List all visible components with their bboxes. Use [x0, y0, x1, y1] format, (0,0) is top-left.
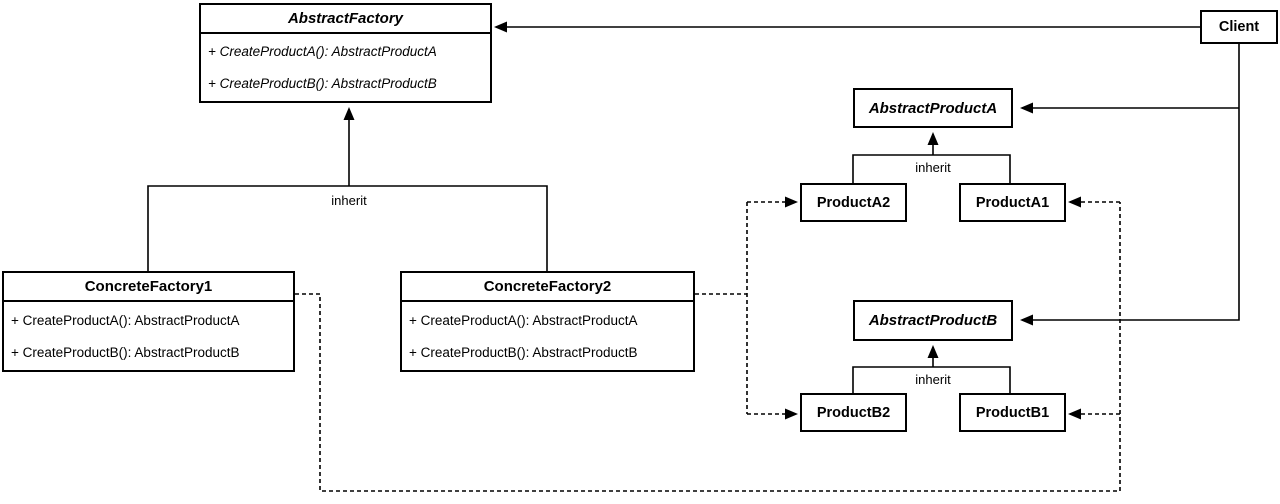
factories-inheritance-bracket	[147, 185, 548, 271]
product-b-inheritance-bracket	[852, 366, 1011, 393]
class-title: AbstractFactory	[201, 5, 490, 34]
class-abstract-product-a: AbstractProductA	[853, 88, 1013, 128]
class-title: ConcreteFactory1	[4, 273, 293, 302]
inherit-label-product-b: inherit	[893, 372, 973, 387]
method-create-product-a: + CreateProductA(): AbstractProductA	[208, 44, 437, 60]
class-product-a2: ProductA2	[800, 183, 907, 222]
class-concrete-factory2: ConcreteFactory2 + CreateProductA(): Abs…	[400, 271, 695, 372]
class-client: Client	[1200, 10, 1278, 44]
class-product-b2: ProductB2	[800, 393, 907, 432]
inherit-label-factories: inherit	[309, 193, 389, 208]
method-create-product-a: + CreateProductA(): AbstractProductA	[11, 312, 240, 328]
method-create-product-a: + CreateProductA(): AbstractProductA	[409, 312, 638, 328]
product-a-inheritance-bracket	[852, 154, 1011, 183]
class-abstract-product-b: AbstractProductB	[853, 300, 1013, 341]
client-to-abstractproductb-arrow	[1020, 44, 1240, 326]
cf1-dependency-path	[295, 202, 1121, 492]
class-concrete-factory1: ConcreteFactory1 + CreateProductA(): Abs…	[2, 271, 295, 372]
method-create-product-b: + CreateProductB(): AbstractProductB	[11, 344, 240, 360]
class-methods: + CreateProductA(): AbstractProductA + C…	[4, 302, 293, 370]
class-methods: + CreateProductA(): AbstractProductA + C…	[402, 302, 693, 370]
class-title: ConcreteFactory2	[402, 273, 693, 302]
class-product-b1: ProductB1	[959, 393, 1066, 432]
class-methods: + CreateProductA(): AbstractProductA + C…	[201, 34, 490, 101]
method-create-product-b: + CreateProductB(): AbstractProductB	[208, 75, 437, 91]
class-abstract-factory: AbstractFactory + CreateProductA(): Abst…	[199, 3, 492, 103]
inherit-label-product-a: inherit	[893, 160, 973, 175]
class-product-a1: ProductA1	[959, 183, 1066, 222]
method-create-product-b: + CreateProductB(): AbstractProductB	[409, 344, 638, 360]
